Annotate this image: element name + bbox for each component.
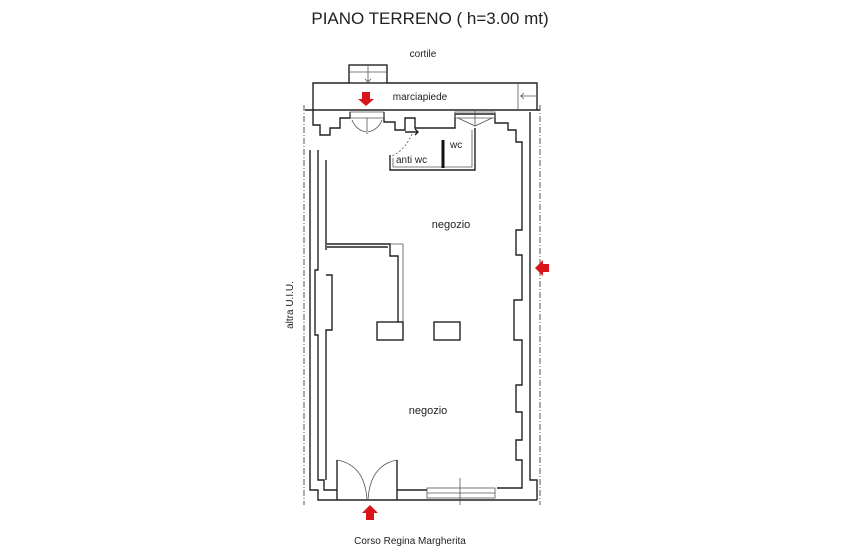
pillar-left <box>376 321 404 341</box>
entry-arrow-top-icon <box>358 92 374 106</box>
rear-door <box>349 111 385 134</box>
label-anti-wc: anti wc <box>396 155 427 166</box>
rear-window <box>454 110 496 127</box>
front-window <box>426 478 496 505</box>
building-walls <box>309 110 538 501</box>
entrance-door <box>336 459 398 501</box>
label-marciapiede: marciapiede <box>393 92 448 103</box>
entry-arrow-right-icon <box>535 260 549 276</box>
sidewalk-band <box>305 82 540 111</box>
courtyard-stair <box>348 64 388 84</box>
label-negozio-upper: negozio <box>432 219 471 231</box>
plan-title: PIANO TERRENO ( h=3.00 mt) <box>311 9 548 28</box>
pillar-right <box>433 321 461 341</box>
label-cortile: cortile <box>410 49 437 60</box>
label-altra-uiu: altra U.I.U. <box>285 281 296 329</box>
label-street: Corso Regina Margherita <box>354 536 466 547</box>
wc-block <box>389 128 476 171</box>
label-wc: wc <box>449 140 462 151</box>
interior-partition <box>327 243 461 341</box>
entry-arrow-bottom-icon <box>362 505 378 520</box>
label-negozio-lower: negozio <box>409 405 448 417</box>
